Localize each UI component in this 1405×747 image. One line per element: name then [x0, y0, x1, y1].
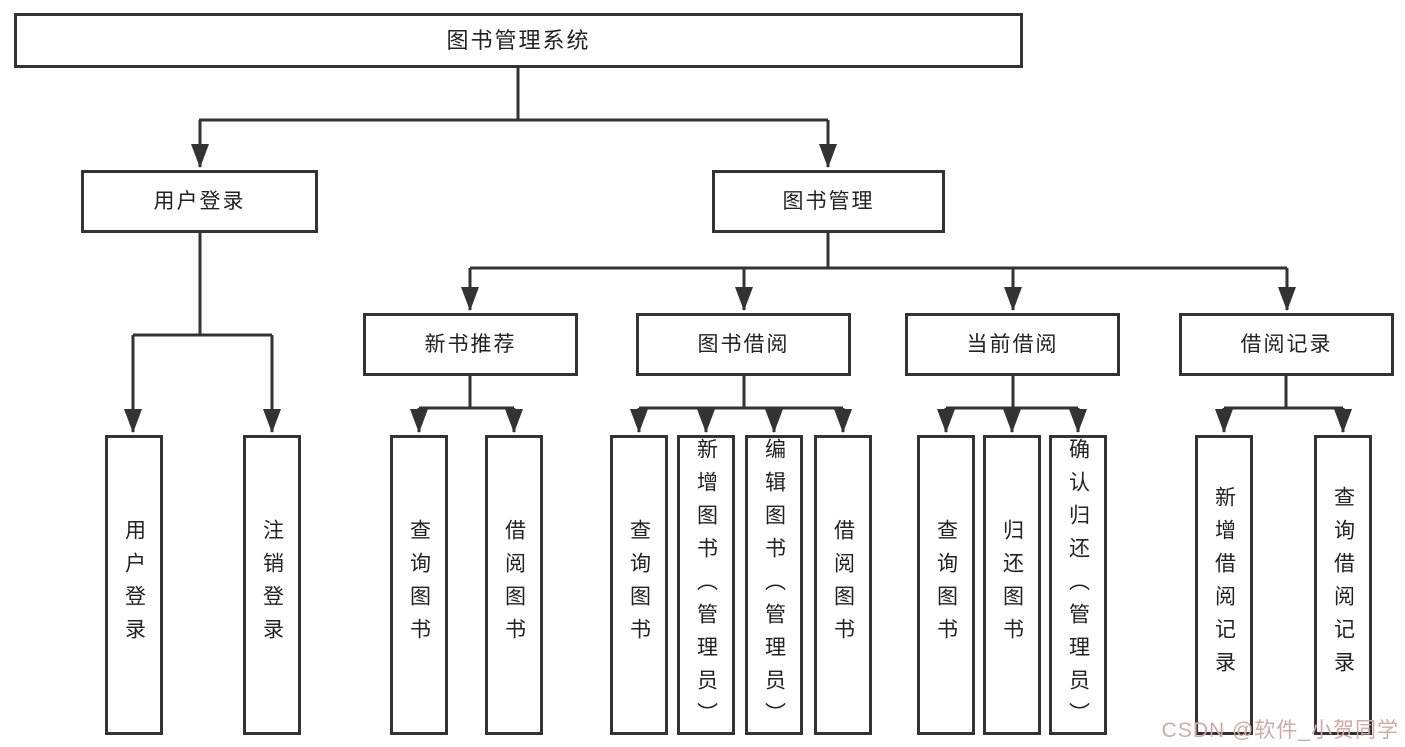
node-label: 查询图书	[627, 519, 651, 651]
leaf-query-borrow-record: 查询借阅记录	[1314, 435, 1372, 735]
node-library-management-system: 图书管理系统	[14, 13, 1023, 68]
node-label: 注销登录	[260, 519, 284, 651]
leaf-add-borrow-record: 新增借阅记录	[1195, 435, 1253, 735]
node-label: 图书管理系统	[446, 27, 591, 53]
leaf-borrow-books-1: 借阅图书	[485, 435, 543, 735]
node-label: 新增借阅记录	[1212, 486, 1236, 684]
leaf-confirm-return-admin: 确认归还（管理员）	[1049, 435, 1107, 735]
leaf-user-login: 用户登录	[105, 435, 163, 735]
leaf-logout: 注销登录	[243, 435, 301, 735]
leaf-add-books-admin: 新增图书（管理员）	[677, 435, 735, 735]
node-label: 归还图书	[1000, 519, 1024, 651]
leaf-return-books: 归还图书	[983, 435, 1041, 735]
csdn-watermark: CSDN @软件_小贺同学	[1161, 719, 1399, 742]
node-current-borrowing: 当前借阅	[905, 313, 1120, 376]
node-borrowing-records: 借阅记录	[1179, 313, 1394, 376]
node-label: 用户登录	[122, 519, 146, 651]
node-label: 当前借阅	[966, 333, 1059, 356]
node-label: 新书推荐	[424, 333, 517, 356]
node-label: 确认归还（管理员）	[1066, 438, 1090, 735]
node-book-management: 图书管理	[712, 170, 945, 233]
leaf-query-books-3: 查询图书	[917, 435, 975, 735]
node-label: 编辑图书（管理员）	[762, 438, 786, 735]
node-label: 图书借阅	[697, 333, 790, 356]
node-label: 查询图书	[407, 519, 431, 651]
leaf-edit-books-admin: 编辑图书（管理员）	[745, 435, 803, 735]
leaf-query-books-2: 查询图书	[610, 435, 668, 735]
node-label: 查询图书	[934, 519, 958, 651]
node-label: 新增图书（管理员）	[694, 438, 718, 735]
leaf-query-books-1: 查询图书	[390, 435, 448, 735]
node-user-login: 用户登录	[81, 170, 318, 233]
node-label: 查询借阅记录	[1331, 486, 1355, 684]
node-label: 借阅图书	[502, 519, 526, 651]
node-label: 借阅记录	[1240, 333, 1333, 356]
node-book-borrowing: 图书借阅	[636, 313, 851, 376]
node-label: 用户登录	[153, 190, 246, 213]
node-label: 借阅图书	[831, 519, 855, 651]
leaf-borrow-books-2: 借阅图书	[814, 435, 872, 735]
node-label: 图书管理	[782, 190, 875, 213]
node-new-book-recommend: 新书推荐	[363, 313, 578, 376]
